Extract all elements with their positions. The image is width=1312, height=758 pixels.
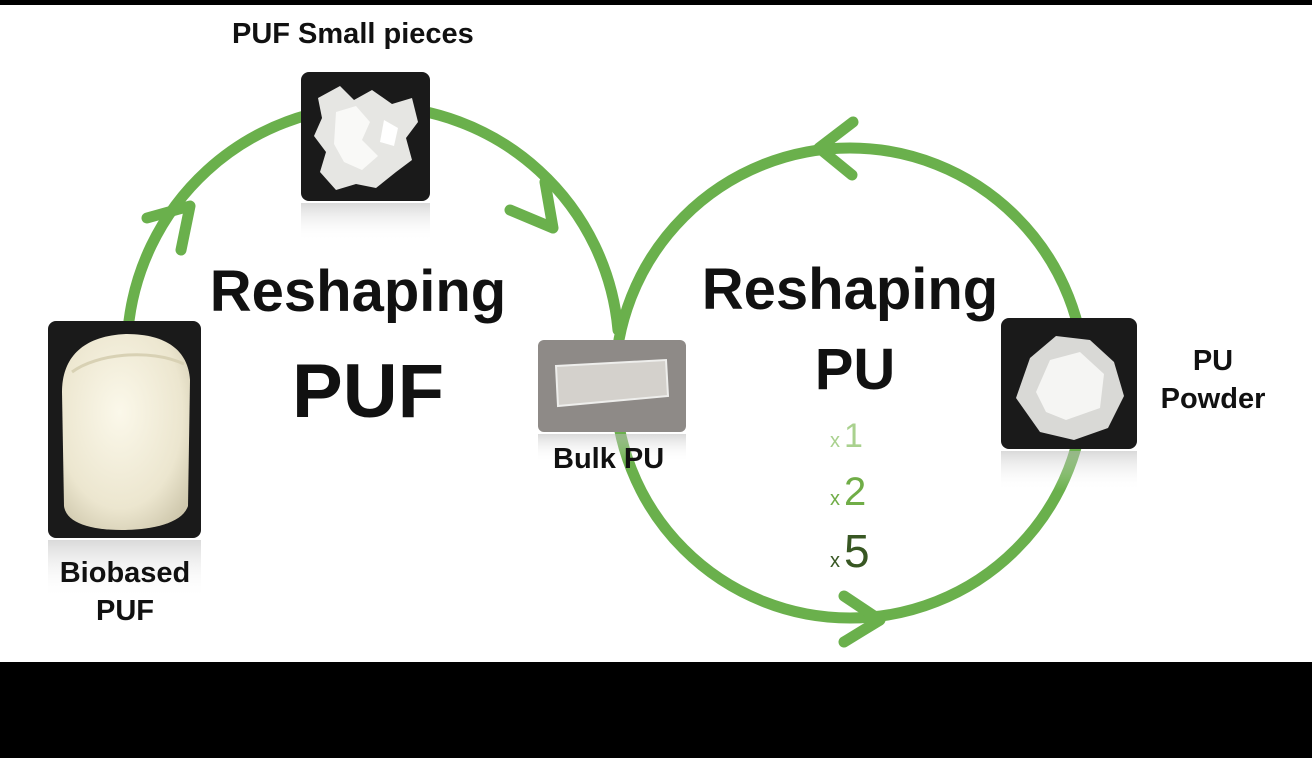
arrowhead-left-up [141,200,196,256]
label-biobased-puf: Biobased PUF [40,557,210,628]
arrowhead-bottom-right [838,590,886,648]
label-biobased-line2: PUF [96,594,154,627]
label-pu-powder: PU Powder [1146,345,1280,416]
title-reshaping-puf-line1: Reshaping [209,259,507,324]
arrowhead-right-down [504,176,559,234]
bottom-black-bar [0,662,1312,758]
label-pu-powder-line2: Powder [1160,382,1266,415]
foam-small-pieces-photo [301,72,430,241]
arrowhead-top-left [813,116,859,181]
bulk-pu-film-photo [538,340,686,462]
multiplier-value: 2 [844,470,867,514]
title-reshaping-pu-line1: Reshaping [701,257,999,322]
multiplier-prefix: x [830,550,840,572]
title-reshaping-puf-line2: PUF [292,349,444,434]
label-puf-small-pieces: PUF Small pieces [232,18,474,50]
multiplier-row: x5 [830,526,910,576]
multiplier-prefix: x [830,488,840,510]
multiplier-value: 5 [844,525,870,577]
multiplier-prefix: x [830,430,840,452]
label-bulk-pu: Bulk PU [553,443,665,475]
label-pu-powder-line1: PU [1192,345,1234,377]
pu-powder-photo [1001,318,1137,491]
label-biobased-line1: Biobased [59,557,191,589]
multiplier-value: 1 [844,417,863,455]
biobased-foam-cylinder-photo [48,321,201,598]
title-reshaping-pu-line2: PU [814,337,896,402]
